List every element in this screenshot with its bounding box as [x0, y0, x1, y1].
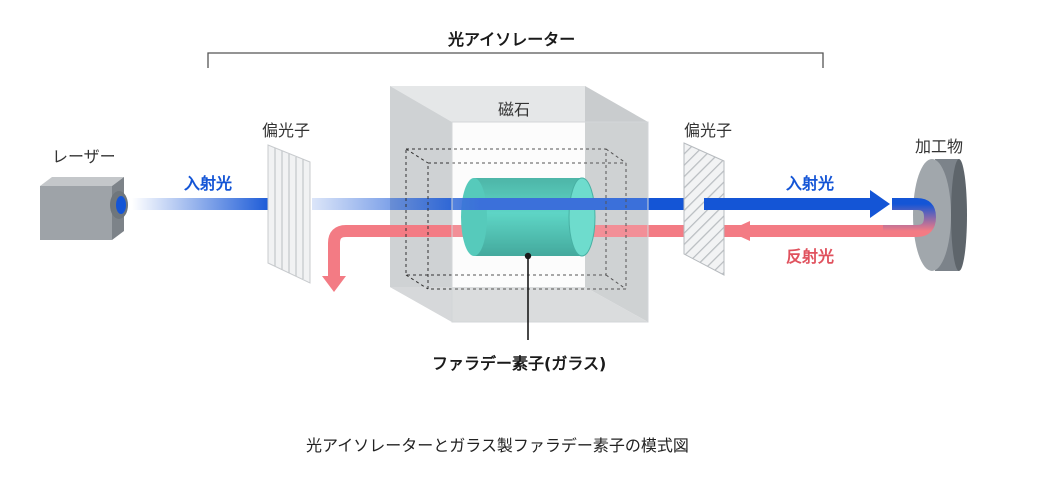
- workpiece-label: 加工物: [915, 137, 964, 156]
- figure-caption: 光アイソレーターとガラス製ファラデー素子の模式図: [306, 436, 689, 455]
- polarizer-right-label: 偏光子: [684, 121, 733, 140]
- polarizer-left-label: 偏光子: [262, 121, 311, 140]
- polarizer-left: [267, 144, 311, 284]
- laser-label: レーザー: [52, 147, 116, 166]
- workpiece-icon: [913, 159, 967, 271]
- magnet-front: [451, 121, 649, 323]
- incident-beam-over-polarizer: [704, 198, 734, 210]
- reflected-beam-right: [728, 225, 883, 237]
- reflected-label: 反射光: [786, 247, 835, 266]
- incident-label-left: 入射光: [184, 174, 233, 193]
- magnet-inner-frame: [405, 148, 627, 290]
- isolator-label: 光アイソレーター: [448, 30, 576, 49]
- magnet-label: 磁石: [498, 100, 531, 119]
- faraday-element: [461, 177, 596, 257]
- faraday-label: ファラデー素子(ガラス): [432, 354, 607, 373]
- laser-icon: [40, 177, 128, 240]
- isolator-bracket: [207, 52, 824, 68]
- reflection-turn: [880, 198, 937, 237]
- incident-label-right: 入射光: [786, 174, 835, 193]
